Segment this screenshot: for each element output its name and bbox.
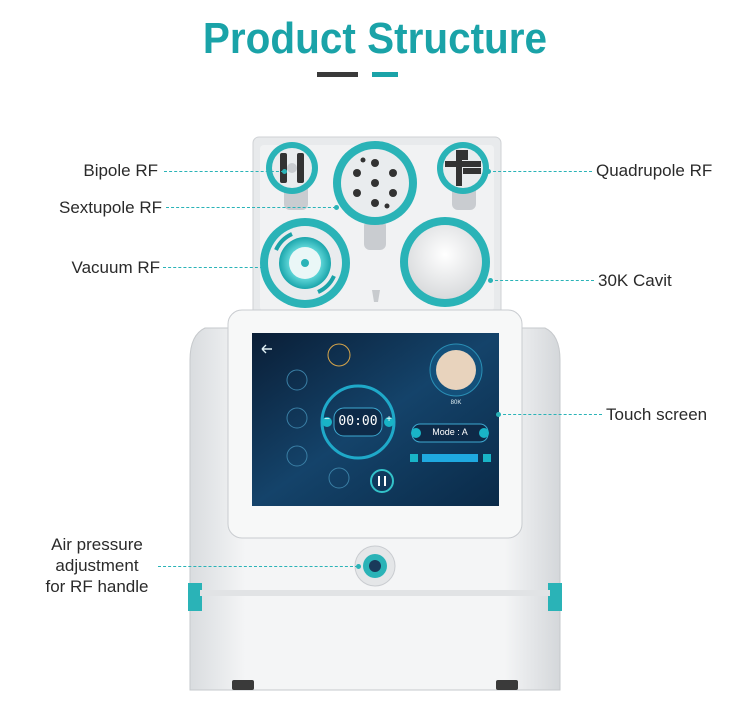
callout-quadrupole-rf: Quadrupole RF [596,161,713,180]
callout-bipole-rf: Bipole RF [83,161,158,180]
leader-dot-bipole [282,169,287,174]
leader-dot-cavit [488,278,493,283]
title-underline-dark [317,72,358,77]
leader-bipole [164,171,284,172]
callout-touch-screen: Touch screen [606,405,708,424]
bipole-rf-handle [266,142,318,210]
leader-quadrupole [488,171,592,172]
callout-sextupole-rf: Sextupole RF [59,198,162,217]
leader-sextupole [166,207,336,208]
sextupole-rf-handle [333,141,417,250]
leader-vacuum [163,267,263,268]
screen-minus-button[interactable]: − [324,414,330,425]
leader-cavit [490,280,594,281]
air-pressure-knob [354,545,396,587]
leader-dot-sextupole [334,205,339,210]
screen-timer[interactable]: 00:00 [338,414,378,429]
callout-air-pressure-line1: Air pressure [51,535,143,554]
screen-plus-button[interactable]: + [386,414,392,425]
leader-dot-air-pressure [356,564,361,569]
leader-dot-vacuum [261,265,266,270]
leader-touch [498,414,602,415]
leader-air-pressure [158,566,358,567]
callout-30k-cavit: 30K Cavit [598,271,672,290]
screen-mode-label[interactable]: Mode : A [432,427,468,437]
title-underline-accent [372,72,398,77]
vacuum-rf-handle [260,218,350,308]
page-title: Product Structure [202,14,548,63]
touch-screen [252,333,499,506]
callout-air-pressure-line3: for RF handle [45,577,149,596]
leader-dot-quadrupole [486,169,491,174]
callout-vacuum-rf: Vacuum RF [71,258,161,277]
leader-dot-touch [496,412,501,417]
screen-frequency-label: 80K [450,400,462,406]
cavitation-handle [400,217,490,307]
callout-air-pressure-line2: adjustment [55,556,139,575]
quadrupole-rf-handle [437,142,489,210]
